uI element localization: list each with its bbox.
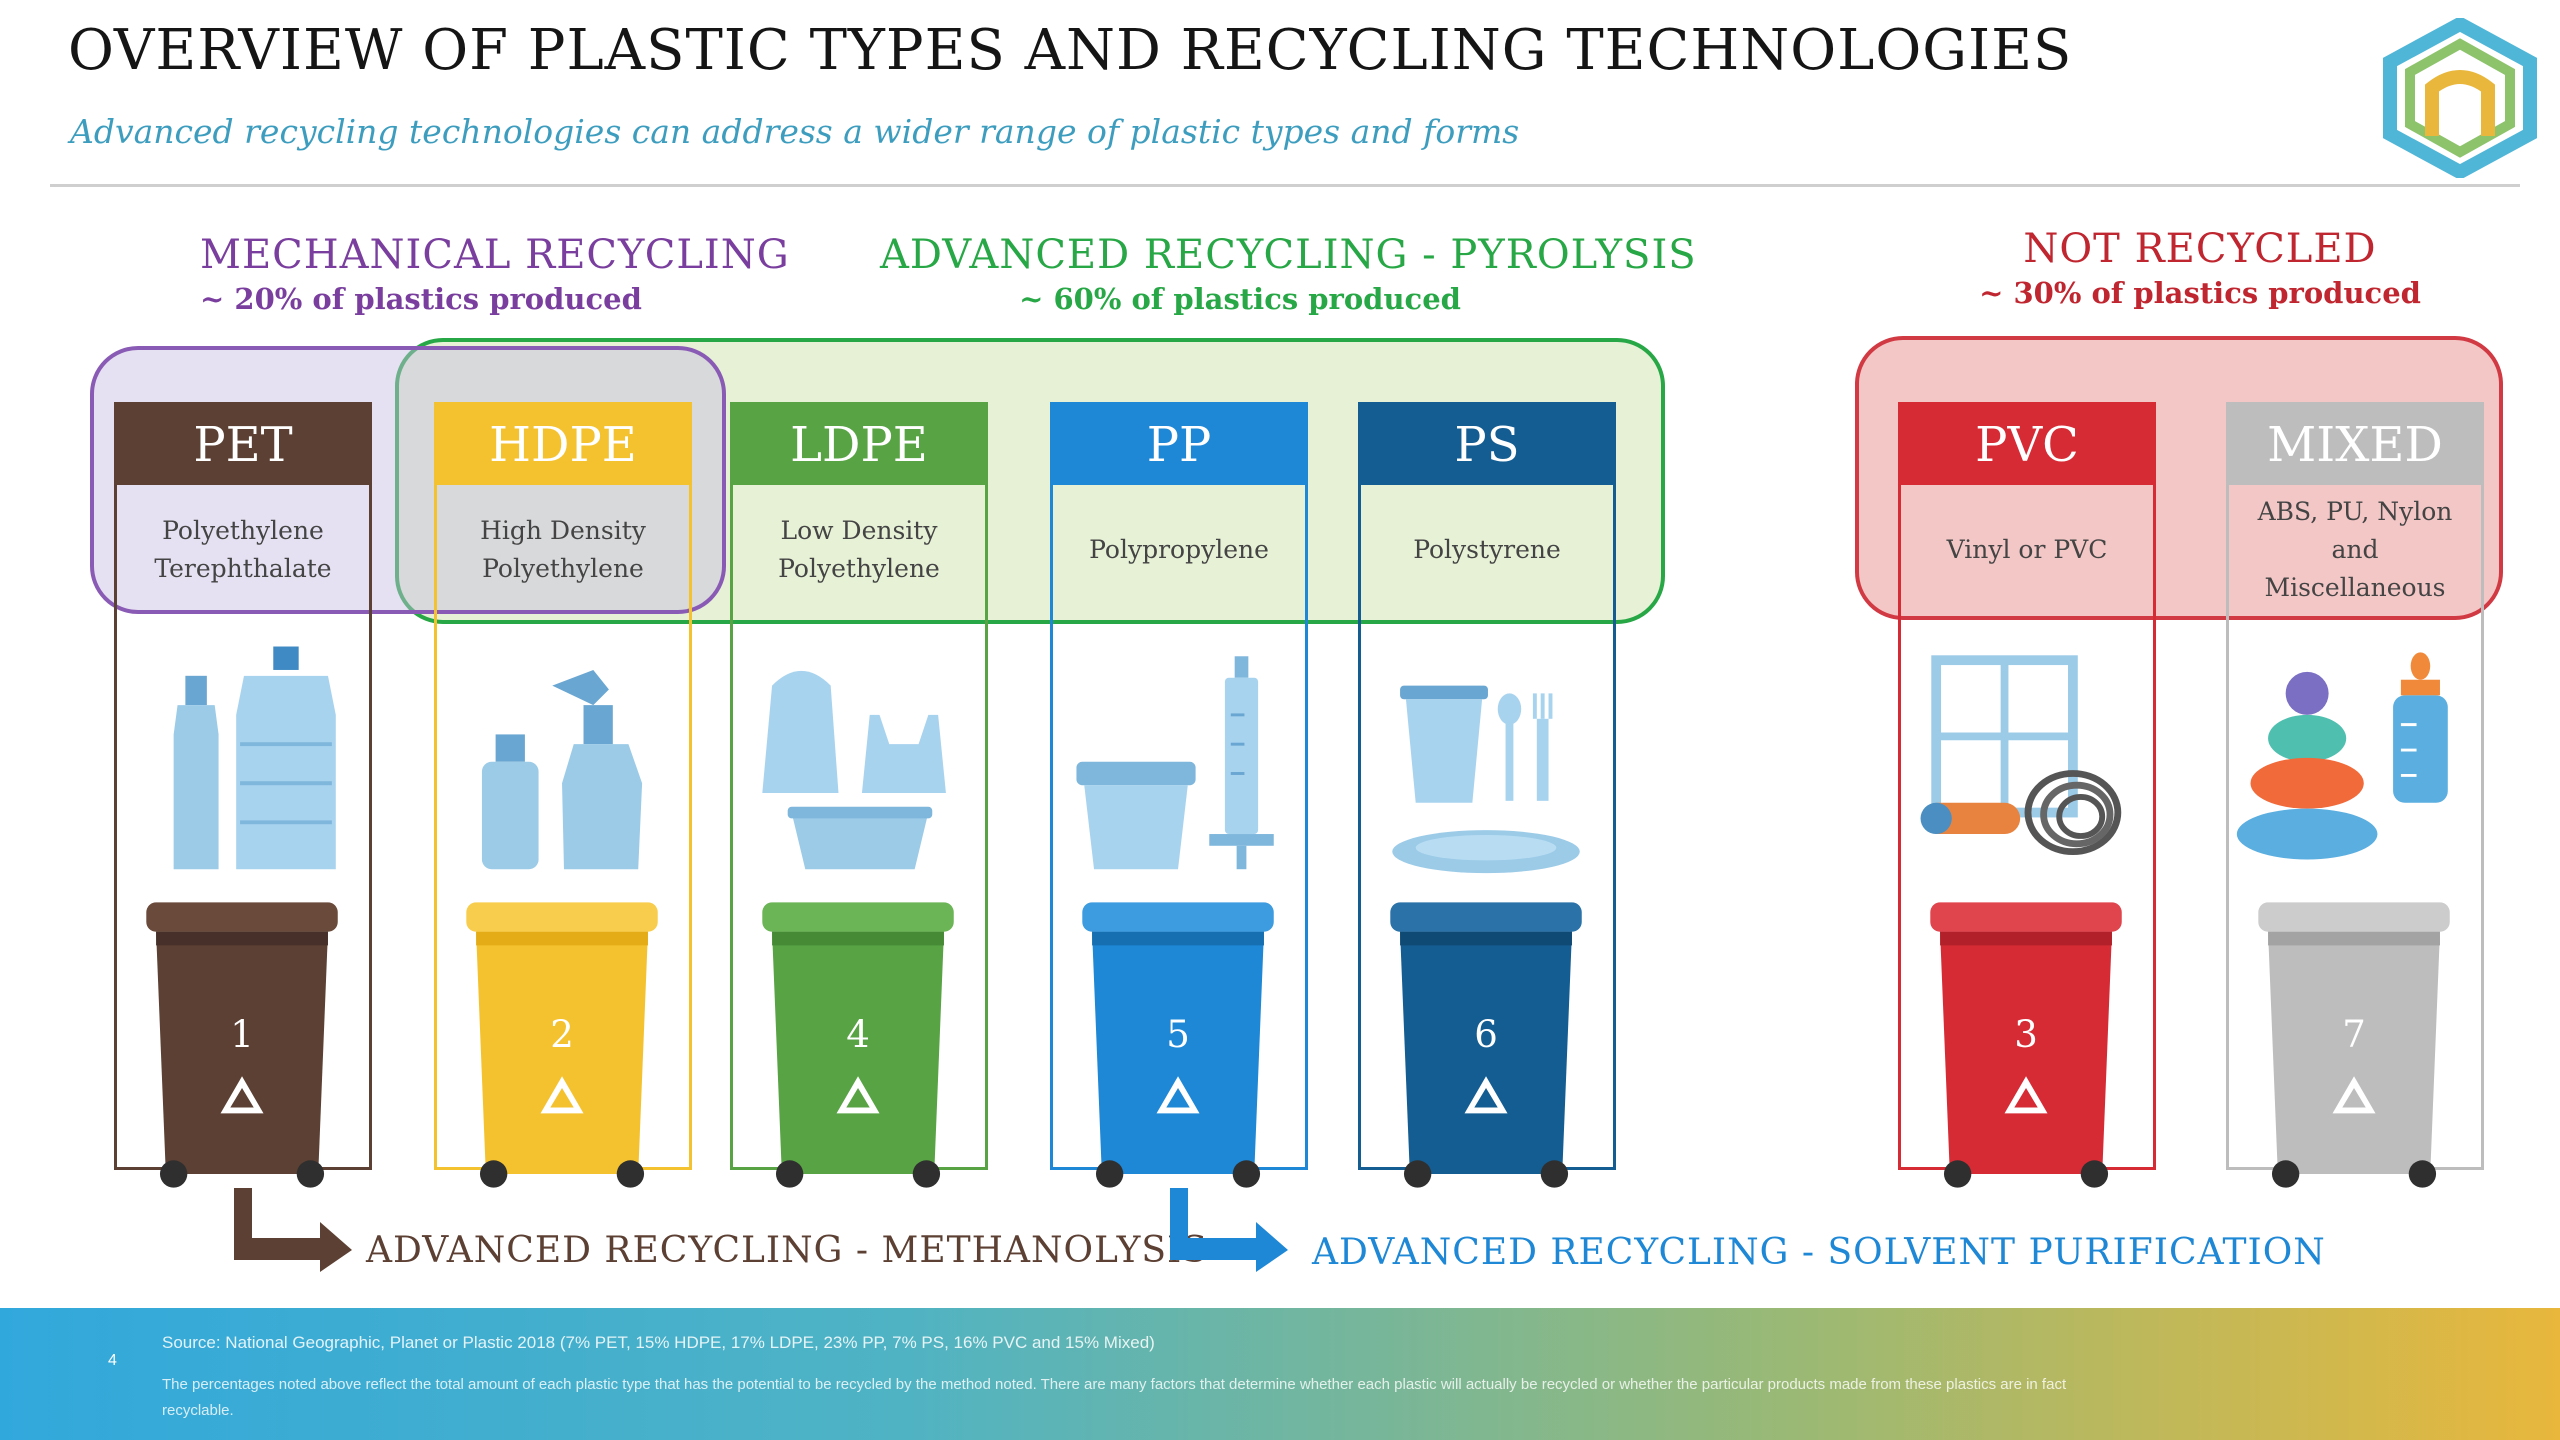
mechanical-recycling-title: MECHANICAL RECYCLING xyxy=(200,232,790,278)
plastic-description-pp: Polypropylene xyxy=(1089,535,1269,564)
plastic-description-mixed: ABS, PU, Nylon and Miscellaneous xyxy=(2257,497,2453,602)
plastic-column-pp: PP Polypropylene 5 xyxy=(1050,402,1308,1188)
bin-number-pp: 5 xyxy=(1166,1013,1190,1056)
pyrolysis-heading: ADVANCED RECYCLING - PYROLYSIS ~ 60% of … xyxy=(880,232,1697,316)
recycling-bin-icon: 2 xyxy=(466,902,658,1188)
fork-icon xyxy=(1532,693,1553,801)
syringe-icon xyxy=(1209,656,1274,870)
water-jug-icon xyxy=(236,646,336,870)
stacking-toy-icon xyxy=(2236,671,2378,860)
pet-bottles-and-bin-illustration: 1 xyxy=(146,646,338,1188)
plastic-code-pvc: PVC xyxy=(1901,405,2153,485)
footer-note: The percentages noted above reflect the … xyxy=(162,1376,2067,1419)
recycling-bin-icon: 1 xyxy=(146,902,338,1188)
plastic-description-ldpe: Low Density Polyethylene xyxy=(778,516,940,583)
bin-number-pet: 1 xyxy=(230,1013,254,1056)
plastic-code-ps: PS xyxy=(1361,405,1613,485)
recycling-bin-icon: 6 xyxy=(1390,902,1582,1188)
plastic-column-ldpe: LDPE Low Density Polyethylene 4 xyxy=(730,402,988,1188)
recycling-bin-icon: 7 xyxy=(2258,902,2450,1188)
trash-bag-icon xyxy=(762,670,839,794)
shopping-bag-icon xyxy=(861,714,946,794)
bin-number-pvc: 3 xyxy=(2014,1013,2038,1056)
bin-number-hdpe: 2 xyxy=(550,1013,574,1056)
mechanical-recycling-share: ~ 20% of plastics produced xyxy=(200,282,642,316)
methanolysis-arrow-icon xyxy=(234,1188,352,1272)
plastic-column-pet: PET Polyethylene Terephthalate 1 xyxy=(114,402,372,1188)
bin-number-ps: 6 xyxy=(1474,1013,1498,1056)
recycling-bin-icon: 5 xyxy=(1082,902,1274,1188)
header-divider xyxy=(50,184,2520,187)
plate-icon xyxy=(1392,830,1580,874)
hose-coil-icon xyxy=(2024,770,2122,856)
spray-bottle-icon xyxy=(552,669,643,870)
page-subtitle: Advanced recycling technologies can addr… xyxy=(70,112,1520,151)
plastic-code-pet: PET xyxy=(117,405,369,485)
pyrolysis-share: ~ 60% of plastics produced xyxy=(1019,282,1461,316)
mechanical-recycling-heading: MECHANICAL RECYCLING ~ 20% of plastics p… xyxy=(200,232,790,316)
plastic-code-pp: PP xyxy=(1053,405,1305,485)
page-title: OVERVIEW OF PLASTIC TYPES AND RECYCLING … xyxy=(68,18,2073,83)
pvc-window-pipe-and-bin-illustration: 3 xyxy=(1920,655,2122,1188)
plastic-column-ps: PS Polystyrene 6 xyxy=(1358,402,1616,1188)
footer-source: Source: National Geographic, Planet or P… xyxy=(162,1333,1155,1352)
not-recycled-title: NOT RECYCLED xyxy=(2023,226,2377,272)
solvent-purification-arrow-icon xyxy=(1170,1188,1288,1272)
plastic-description-pet: Polyethylene Terephthalate xyxy=(154,516,332,583)
recycling-bin-icon: 3 xyxy=(1930,902,2122,1188)
plastic-description-pvc: Vinyl or PVC xyxy=(1946,535,2108,564)
plastic-description-ps: Polystyrene xyxy=(1413,535,1561,564)
plastic-column-mixed: MIXED ABS, PU, Nylon and Miscellaneous 7 xyxy=(2226,402,2484,1188)
methanolysis-label: ADVANCED RECYCLING - METHANOLYSIS xyxy=(366,1230,1208,1271)
company-logo xyxy=(2383,18,2537,178)
mixed-toys-and-bin-illustration: 7 xyxy=(2236,652,2450,1188)
plastic-code-ldpe: LDPE xyxy=(733,405,985,485)
pp-container-and-bin-illustration: 5 xyxy=(1076,656,1274,1188)
solvent-purification-label: ADVANCED RECYCLING - SOLVENT PURIFICATIO… xyxy=(1312,1232,2326,1273)
cup-icon xyxy=(1400,685,1488,803)
plastic-column-pvc: PVC Vinyl or PVC 3 xyxy=(1898,402,2156,1188)
plastic-column-hdpe: HDPE High Density Polyethylene 2 xyxy=(434,402,692,1188)
plastic-description-hdpe: High Density Polyethylene xyxy=(480,516,646,583)
plastic-code-mixed: MIXED xyxy=(2229,405,2481,485)
food-container-icon xyxy=(1076,761,1196,870)
recycling-bin-icon: 4 xyxy=(762,902,954,1188)
detergent-bottle-icon xyxy=(481,734,539,870)
spoon-icon xyxy=(1497,693,1522,801)
bin-number-mixed: 7 xyxy=(2342,1013,2366,1056)
baby-bottle-icon xyxy=(2393,652,2448,803)
hdpe-bottles-and-bin-illustration: 2 xyxy=(466,669,658,1188)
ps-cup-cutlery-and-bin-illustration: 6 xyxy=(1390,685,1582,1188)
pyrolysis-title: ADVANCED RECYCLING - PYROLYSIS xyxy=(880,232,1697,278)
not-recycled-heading: NOT RECYCLED ~ 30% of plastics produced xyxy=(1960,226,2440,310)
ldpe-bags-and-bin-illustration: 4 xyxy=(762,670,954,1188)
not-recycled-share: ~ 30% of plastics produced xyxy=(1979,276,2421,310)
plastic-code-hdpe: HDPE xyxy=(437,405,689,485)
plastic-tray-icon xyxy=(787,806,933,870)
bin-number-ldpe: 4 xyxy=(846,1013,870,1056)
window-frame-icon xyxy=(1931,655,2078,818)
pipe-roll-icon xyxy=(1920,802,2021,835)
page-number: 4 xyxy=(108,1352,117,1369)
water-bottle-icon xyxy=(173,675,219,870)
footer-band xyxy=(0,1308,2560,1440)
